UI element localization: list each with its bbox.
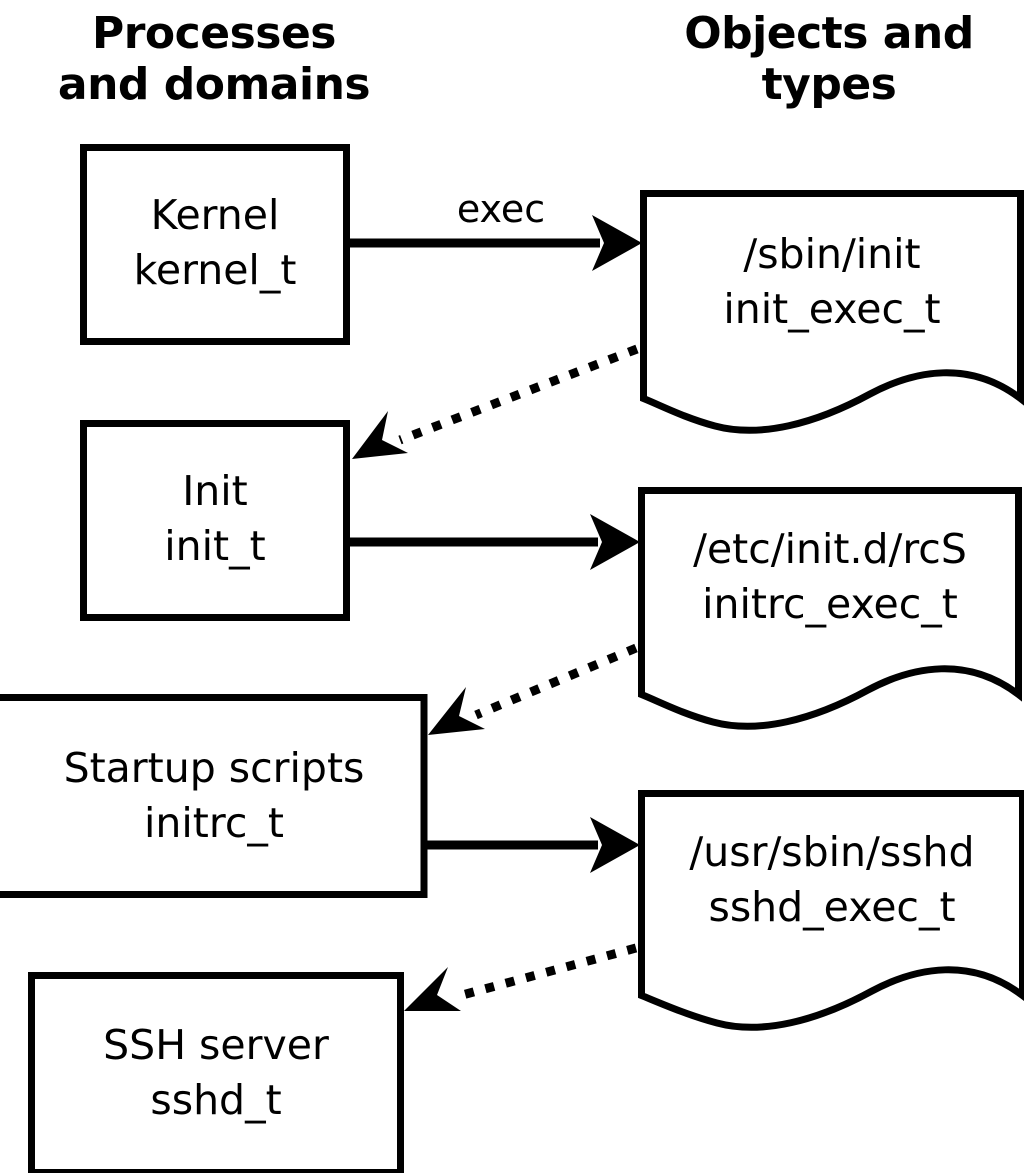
node-ssh-server-line2: sshd_t: [150, 1076, 281, 1124]
edge-init-exec-initrc-exec: [347, 514, 640, 570]
node-initrc-exec-document-shape[interactable]: [638, 487, 1022, 730]
node-init-exec-document-shape[interactable]: [640, 190, 1024, 434]
edge-init-exec-transition-init: [352, 344, 639, 459]
node-startup-scripts-line1: Startup scripts: [64, 744, 365, 792]
node-ssh-server-line1: SSH server: [103, 1021, 329, 1069]
node-kernel-line1: Kernel: [151, 191, 280, 239]
node-sshd-exec[interactable]: /usr/sbin/sshd sshd_exec_t: [638, 790, 1024, 1031]
node-initrc-exec[interactable]: /etc/init.d/rcS initrc_exec_t: [638, 487, 1022, 730]
column-header-processes-line1: Processes: [92, 8, 336, 59]
node-ssh-server[interactable]: SSH server sshd_t: [28, 972, 404, 1173]
edge-sshd-transition-arrowhead: [404, 967, 461, 1011]
node-startup-scripts-box[interactable]: [0, 694, 428, 898]
edge-init-exec-arrowhead: [590, 514, 640, 570]
node-startup-scripts-line2: initrc_t: [144, 799, 284, 847]
node-init-line1: Init: [182, 467, 248, 515]
node-startup-scripts[interactable]: Startup scripts initrc_t: [0, 694, 428, 898]
column-header-objects: Objects and types: [684, 8, 974, 110]
column-header-processes: Processes and domains: [58, 8, 371, 110]
edge-sshd-transition-dotted-line: [453, 943, 638, 1002]
edge-initrc-transition-arrowhead: [428, 687, 485, 735]
node-init[interactable]: Init init_t: [80, 420, 350, 621]
node-initrc-exec-line2: initrc_exec_t: [702, 580, 958, 628]
node-sshd-exec-line1: /usr/sbin/sshd: [689, 828, 974, 876]
edge-initrc-exec-arrowhead: [590, 817, 640, 873]
node-init-box[interactable]: [80, 420, 350, 621]
node-init-line2: init_t: [164, 522, 265, 570]
node-ssh-server-box[interactable]: [28, 972, 404, 1173]
node-initrc-exec-line1: /etc/init.d/rcS: [693, 525, 967, 573]
node-sshd-exec-document-shape[interactable]: [638, 790, 1024, 1031]
edge-initrc-transition-dotted-line: [474, 643, 638, 720]
node-init-exec-line2: init_exec_t: [723, 285, 940, 333]
edge-kernel-exec-init-exec: exec: [347, 187, 642, 271]
node-init-exec[interactable]: /sbin/init init_exec_t: [640, 190, 1024, 434]
node-kernel-box[interactable]: [80, 144, 350, 345]
edge-init-transition-dotted-line: [398, 344, 639, 445]
node-init-exec-line1: /sbin/init: [743, 230, 920, 278]
node-sshd-exec-line2: sshd_exec_t: [708, 883, 955, 931]
node-kernel[interactable]: Kernel kernel_t: [80, 144, 350, 345]
edge-initrc-exec-sshd-exec: [424, 817, 640, 873]
node-kernel-line2: kernel_t: [134, 246, 297, 294]
edge-label-exec: exec: [457, 187, 545, 231]
column-header-objects-line2: types: [762, 59, 897, 110]
edge-sshd-exec-transition-sshd: [404, 943, 638, 1011]
edge-initrc-exec-transition-initrc: [428, 643, 638, 735]
edge-init-transition-arrowhead: [352, 411, 408, 459]
column-header-objects-line1: Objects and: [684, 8, 973, 59]
edge-kernel-exec-arrowhead: [592, 215, 642, 271]
column-header-processes-line2: and domains: [58, 59, 370, 110]
